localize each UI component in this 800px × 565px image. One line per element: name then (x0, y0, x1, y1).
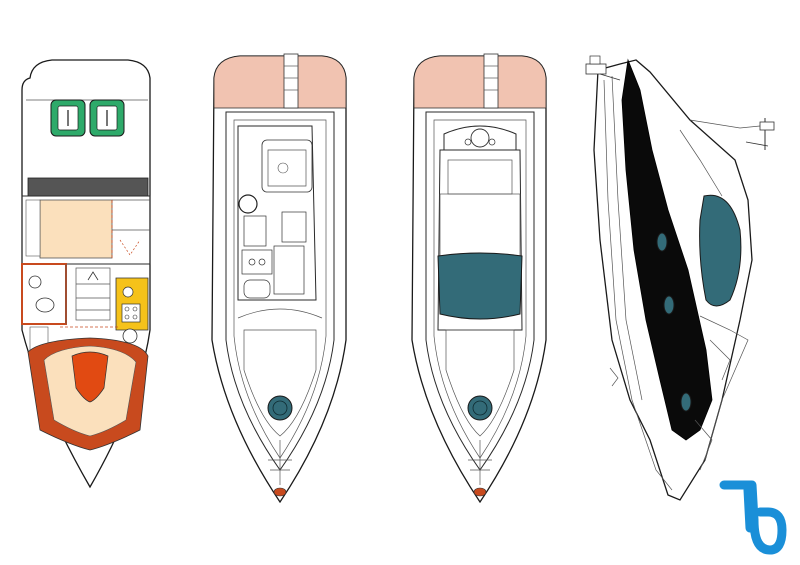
profile-porthole-3 (680, 392, 692, 412)
flybridge-teak-deck (213, 55, 347, 109)
hardtop-teak-deck (413, 55, 547, 109)
profile-mast (745, 118, 775, 150)
aft-cabin-bed (39, 199, 113, 259)
b-logo-icon (719, 480, 787, 555)
flybridge-helm-seat (261, 139, 313, 193)
profile-teal-windshield (699, 194, 742, 307)
forward-berth-cushion (71, 351, 109, 403)
profile-porthole-1 (656, 232, 668, 252)
side-profile-view (585, 55, 775, 501)
galley-unit (115, 277, 149, 344)
flybridge-top-view (211, 53, 347, 504)
hardtop-top-view (411, 53, 547, 504)
companionway-stairs (75, 267, 111, 321)
flybridge-anchor (273, 487, 287, 497)
forward-v-berth (27, 337, 149, 451)
profile-radar-arch (585, 55, 621, 81)
profile-porthole-2 (663, 295, 675, 315)
cockpit-seat-right (89, 99, 125, 137)
hardtop-hatch (467, 395, 493, 421)
flybridge-swim-ladder (283, 53, 299, 109)
head-compartment (21, 263, 67, 325)
bulkhead (27, 177, 149, 197)
hardtop-teal-sunroof (437, 252, 523, 320)
hardtop-swim-ladder (483, 53, 499, 109)
interior-layout-view (21, 59, 151, 489)
flybridge-hatch (267, 395, 293, 421)
cockpit-seat-left (50, 99, 86, 137)
hardtop-anchor (473, 487, 487, 497)
flybridge-steering-wheel-icon (238, 194, 258, 214)
profile-dark-band (621, 58, 713, 441)
